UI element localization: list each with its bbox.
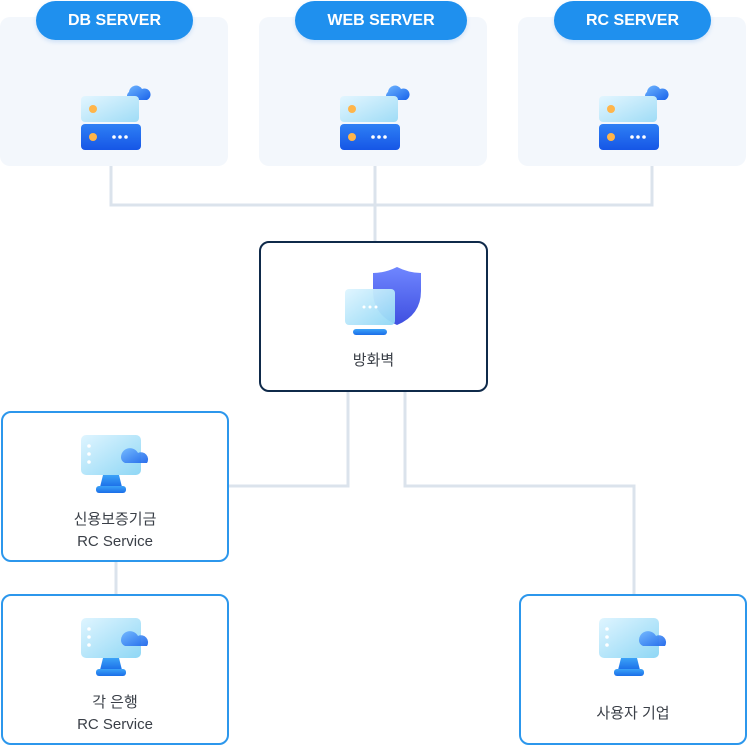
credit-guarantee-label: 신용보증기금 RC Service	[73, 511, 157, 550]
user-company-node: 사용자 기업	[519, 594, 747, 745]
monitor-cloud-icon	[597, 616, 671, 680]
db-server-label: DB SERVER	[36, 1, 193, 40]
monitor-cloud-icon	[79, 433, 153, 497]
server-icon	[336, 80, 412, 152]
monitor-cloud-icon	[79, 616, 153, 680]
firewall-node: 방화벽	[259, 241, 488, 392]
firewall-label: 방화벽	[352, 352, 395, 369]
server-icon	[77, 80, 153, 152]
web-server-label: WEB SERVER	[295, 1, 467, 40]
web-server-card	[259, 17, 487, 166]
rc-server-card	[518, 17, 746, 166]
rc-server-label: RC SERVER	[554, 1, 711, 40]
user-company-label: 사용자 기업	[596, 705, 670, 722]
shield-monitor-icon	[343, 265, 423, 337]
banks-node: 각 은행 RC Service	[1, 594, 229, 745]
server-icon	[595, 80, 671, 152]
db-server-card	[0, 17, 228, 166]
credit-guarantee-node: 신용보증기금 RC Service	[1, 411, 229, 562]
banks-label: 각 은행 RC Service	[77, 694, 153, 733]
